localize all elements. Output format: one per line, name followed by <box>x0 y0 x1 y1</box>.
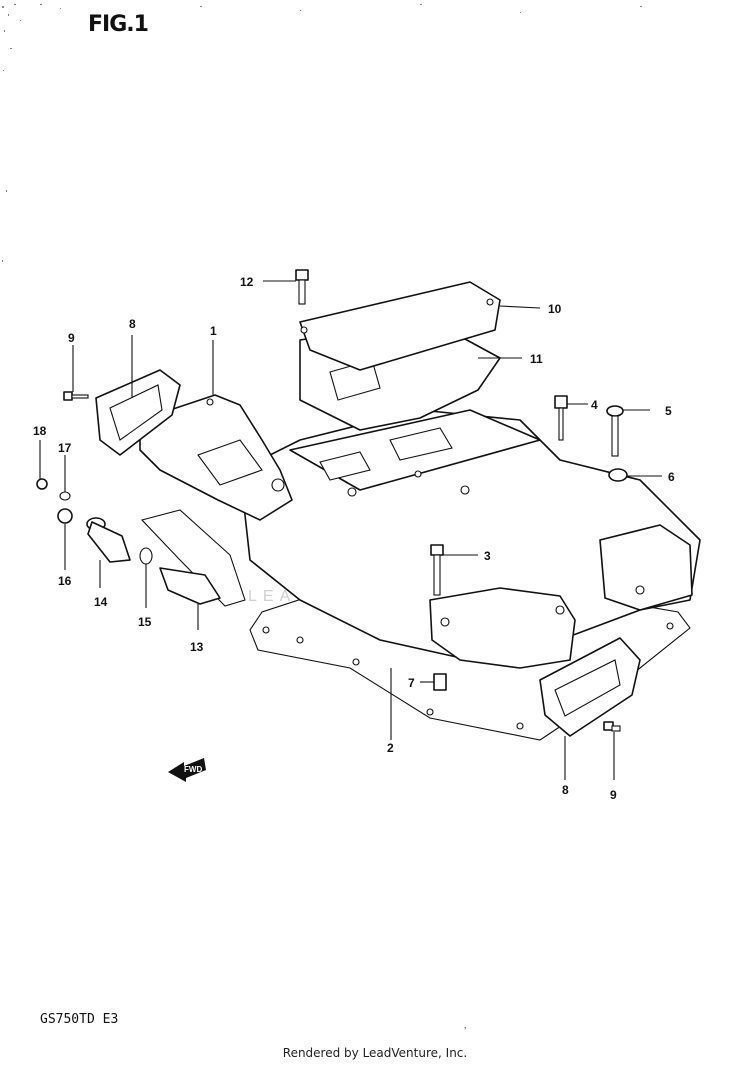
callout-13: 13 <box>190 640 204 654</box>
callout-8-right: 8 <box>562 783 569 797</box>
callout-9-left: 9 <box>68 331 75 345</box>
cam-cover-right-front <box>429 587 576 669</box>
callout-2: 2 <box>387 741 394 755</box>
model-code: GS750TD E3 <box>40 1012 119 1027</box>
bolt-part-9-right <box>603 721 621 732</box>
housing-part-13 <box>159 567 221 605</box>
seal-part-17 <box>59 491 71 501</box>
callout-17: 17 <box>58 441 72 455</box>
washer-part-16 <box>57 508 73 524</box>
bolt-part-3 <box>430 544 444 596</box>
fwd-label: FWD <box>184 765 202 774</box>
callout-4: 4 <box>591 398 598 412</box>
callout-1: 1 <box>210 324 217 338</box>
bolt-part-9-left <box>63 391 89 401</box>
gasket-holes <box>262 622 674 730</box>
callout-3: 3 <box>484 549 491 563</box>
screw-part-18 <box>36 478 48 490</box>
callout-11: 11 <box>530 352 543 366</box>
dowel-part-7 <box>433 673 447 691</box>
scan-noise <box>2 4 642 262</box>
cover-part-10 <box>299 281 501 371</box>
callout-15: 15 <box>138 615 152 629</box>
end-cover-part-8-right <box>539 637 641 737</box>
end-cover-part-8-left <box>95 369 181 456</box>
side-gasket <box>140 509 246 607</box>
callout-7: 7 <box>408 676 415 690</box>
leader-lines <box>39 280 662 780</box>
callout-18: 18 <box>33 424 47 438</box>
cam-housing-left <box>139 394 293 521</box>
figure-title: FIG.1 <box>88 12 149 37</box>
bolt-part-4 <box>554 395 568 441</box>
callout-6: 6 <box>668 470 675 484</box>
scan-dot: ‚ <box>464 1020 466 1031</box>
callout-16: 16 <box>58 574 72 588</box>
callout-9-right: 9 <box>610 788 617 802</box>
callout-10: 10 <box>548 302 562 316</box>
callout-8-left: 8 <box>129 317 136 331</box>
cylinder-head-body <box>239 409 701 661</box>
callout-12: 12 <box>240 275 254 289</box>
bolt-part-12 <box>295 269 309 305</box>
tach-gear-part-14 <box>86 517 131 563</box>
callout-14: 14 <box>94 595 108 609</box>
cam-cover-right-rear <box>599 524 693 611</box>
callout-5: 5 <box>665 404 672 418</box>
washer-part-6 <box>608 468 628 482</box>
fwd-arrow-icon <box>168 758 206 782</box>
footer-credit: Rendered by LeadVenture, Inc. <box>282 1046 468 1060</box>
bolt-part-5 <box>606 405 624 457</box>
oring-part-15 <box>139 547 153 565</box>
